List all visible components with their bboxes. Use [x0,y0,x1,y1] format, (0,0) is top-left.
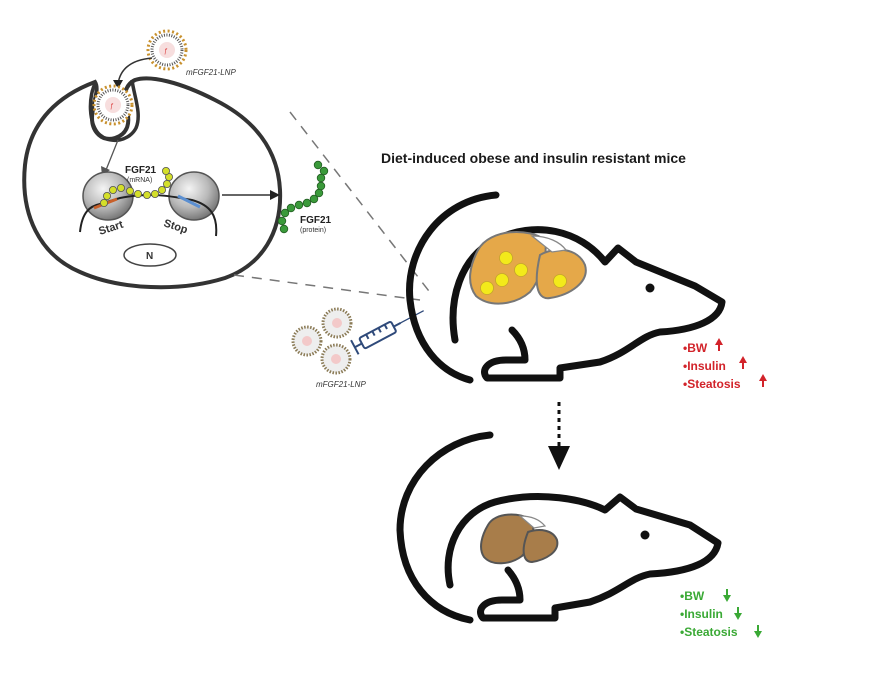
effect-steatosis-down: •Steatosis [680,625,738,639]
nascent-peptide [100,166,173,207]
mouse-eye [640,530,650,540]
effect-insulin-down: •Insulin [680,607,723,621]
effects-after: •BW •Insulin •Steatosis [680,589,762,639]
figure-title: Diet-induced obese and insulin resistant… [381,150,686,166]
syringe-icon [350,310,424,355]
cell [22,76,283,290]
lnp-cluster [291,307,353,375]
cell-membrane [22,76,283,290]
mouse-body [444,493,722,622]
tail [406,191,500,384]
protein-sublabel: (protein) [300,227,326,234]
effect-bw-down: •BW [680,589,705,603]
fgf21-protein [277,160,329,234]
mouse-eye [645,283,655,293]
zoom-line [289,111,433,296]
zoom-line [233,274,421,301]
arrowhead-icon [548,446,570,470]
svg-text:ƒ: ƒ [164,48,168,55]
arrowhead-icon [270,190,280,200]
effect-insulin-up: •Insulin [683,359,726,373]
start-label: Start [97,219,125,238]
arrow-up-icon [715,338,767,387]
mrna-label: FGF21 [125,165,157,176]
fatty-liver [469,231,587,305]
lipid-droplets [480,251,567,295]
stop-codon [177,194,201,209]
mrna-sublabel: (mRNA) [127,177,152,184]
lnp-particle-endosome: ƒ [92,84,134,126]
effect-bw-up: •BW [683,341,708,355]
release-arrow [105,139,119,171]
lnp-label-bottom: mFGF21-LNP [316,380,366,389]
effects-before: •BW •Insulin •Steatosis [683,338,767,391]
stop-label: Stop [162,217,189,236]
endocytosis-pocket [88,79,140,143]
effect-steatosis-up: •Steatosis [683,377,741,391]
healthy-liver [480,513,559,565]
tail [396,431,494,624]
nucleus-label: N [146,251,153,262]
nucleus [123,243,177,267]
lnp-label-top: mFGF21-LNP [186,68,236,77]
arrow-down-icon [723,589,762,638]
protein-label: FGF21 [300,215,332,226]
treated-mouse [396,431,722,624]
lnp-particle: ƒ [146,29,188,71]
arrowhead-icon [113,80,123,89]
svg-text:ƒ: ƒ [110,103,114,110]
